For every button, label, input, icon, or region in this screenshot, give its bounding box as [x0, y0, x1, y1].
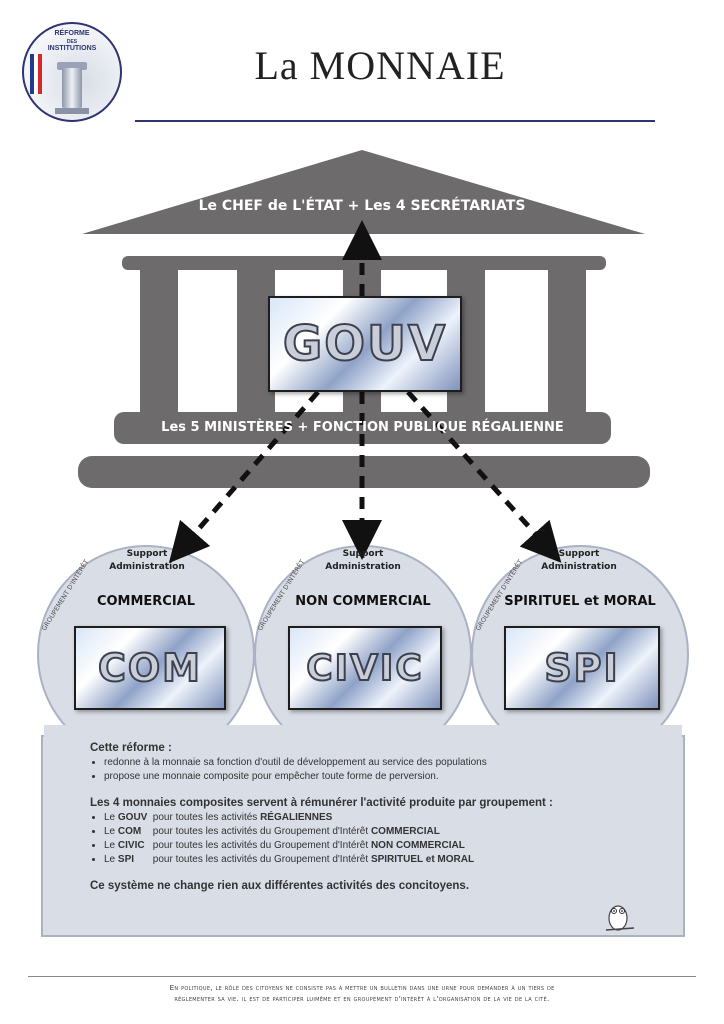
- admin-line: Administration: [109, 562, 185, 572]
- currencies-title: Les 4 monnaies composites servent à rému…: [90, 797, 553, 809]
- support-line: Support: [342, 549, 384, 559]
- group-title-commercial: COMMERCIAL: [96, 594, 196, 609]
- currency-desc: pour toutes les activités du Groupement …: [152, 840, 369, 851]
- explanation-text: Cette réforme : redonne à la monnaie sa …: [90, 742, 670, 892]
- admin-line: Administration: [541, 562, 617, 572]
- spi-chip: SPI: [504, 626, 660, 710]
- building-column-5: [548, 266, 586, 416]
- building-roof: [82, 150, 645, 234]
- currency-row: Le GOUV pour toutes les activités RÉGALI…: [104, 811, 670, 824]
- roof-label: Le CHEF de L'ÉTAT + Les 4 SECRÉTARIATS: [198, 198, 526, 214]
- currency-row: Le COM pour toutes les activités du Grou…: [104, 825, 670, 838]
- gouv-chip-label: GOUV: [282, 315, 448, 373]
- support-admin-commercial: Support Administration: [106, 548, 188, 574]
- support-admin-non-commercial: Support Administration: [322, 548, 404, 574]
- logo-text-line3: INSTITUTIONS: [47, 45, 97, 52]
- logo-text-line1: RÉFORME: [54, 30, 90, 37]
- support-line: Support: [558, 549, 600, 559]
- currency-emph: RÉGALIENNES: [260, 812, 333, 823]
- currency-desc: pour toutes les activités du Groupement …: [152, 854, 369, 865]
- currencies-list: Le GOUV pour toutes les activités RÉGALI…: [90, 811, 670, 866]
- page-title: La MONNAIE: [254, 43, 506, 88]
- arrow-to-commercial: [168, 390, 320, 564]
- title-divider: [135, 120, 655, 122]
- com-chip-label: COM: [97, 645, 202, 691]
- closing-statement: Ce système ne change rien aux différente…: [90, 880, 470, 892]
- com-chip: COM: [74, 626, 226, 710]
- currency-prefix: Le: [104, 854, 116, 865]
- currency-emph: COMMERCIAL: [370, 826, 440, 837]
- reform-title: Cette réforme :: [90, 742, 172, 754]
- reform-list: redonne à la monnaie sa fonction d'outil…: [90, 756, 670, 783]
- currency-desc: pour toutes les activités du Groupement …: [152, 826, 369, 837]
- footer-line1: En politique, le rôle des citoyens ne co…: [169, 983, 555, 992]
- currency-code: SPI: [117, 854, 135, 865]
- arrow-to-spirituel: [406, 390, 562, 563]
- support-admin-spirituel: Support Administration: [538, 548, 620, 574]
- gouv-chip: GOUV: [268, 296, 462, 392]
- building-ministry-band: [114, 412, 611, 444]
- logo-text-line2: DES: [66, 39, 78, 45]
- currency-prefix: Le: [104, 840, 116, 851]
- currency-prefix: Le: [104, 812, 116, 823]
- currency-prefix: Le: [104, 826, 116, 837]
- ministry-label: Les 5 MINISTÈRES + FONCTION PUBLIQUE RÉG…: [161, 420, 564, 435]
- civic-chip: CIVIC: [288, 626, 442, 710]
- footer-divider: [28, 976, 696, 977]
- reform-bullet: redonne à la monnaie sa fonction d'outil…: [104, 756, 670, 769]
- civic-chip-label: CIVIC: [305, 647, 424, 690]
- footer-quote: En politique, le rôle des citoyens ne co…: [20, 982, 704, 1004]
- currency-row: Le SPI pour toutes les activités du Grou…: [104, 853, 670, 866]
- building-column-1: [140, 266, 178, 416]
- group-title-non-commercial: NON COMMERCIAL: [295, 594, 431, 609]
- column-capital-icon: [57, 62, 87, 70]
- french-flag: [30, 54, 42, 94]
- building-base: [78, 456, 650, 488]
- column-base-icon: [55, 108, 89, 114]
- currency-emph: NON COMMERCIAL: [370, 840, 465, 851]
- reform-bullet: propose une monnaie composite pour empêc…: [104, 770, 670, 783]
- spi-chip-label: SPI: [543, 645, 620, 691]
- currency-code: GOUV: [117, 812, 148, 823]
- group-title-spirituel: SPIRITUEL et MORAL: [504, 594, 656, 609]
- institution-logo: RÉFORME DES INSTITUTIONS: [22, 22, 122, 122]
- currency-code: CIVIC: [117, 840, 145, 851]
- text-panel: [41, 735, 685, 937]
- currency-row: Le CIVIC pour toutes les activités du Gr…: [104, 839, 670, 852]
- admin-line: Administration: [325, 562, 401, 572]
- column-icon: [62, 68, 82, 108]
- currency-code: COM: [117, 826, 142, 837]
- support-line: Support: [126, 549, 168, 559]
- currency-desc: pour toutes les activités: [152, 812, 258, 823]
- footer-line2: réglementer sa vie. il est de participer…: [174, 994, 550, 1003]
- currency-emph: SPIRITUEL et MORAL: [370, 854, 475, 865]
- owl-icon: [605, 905, 635, 931]
